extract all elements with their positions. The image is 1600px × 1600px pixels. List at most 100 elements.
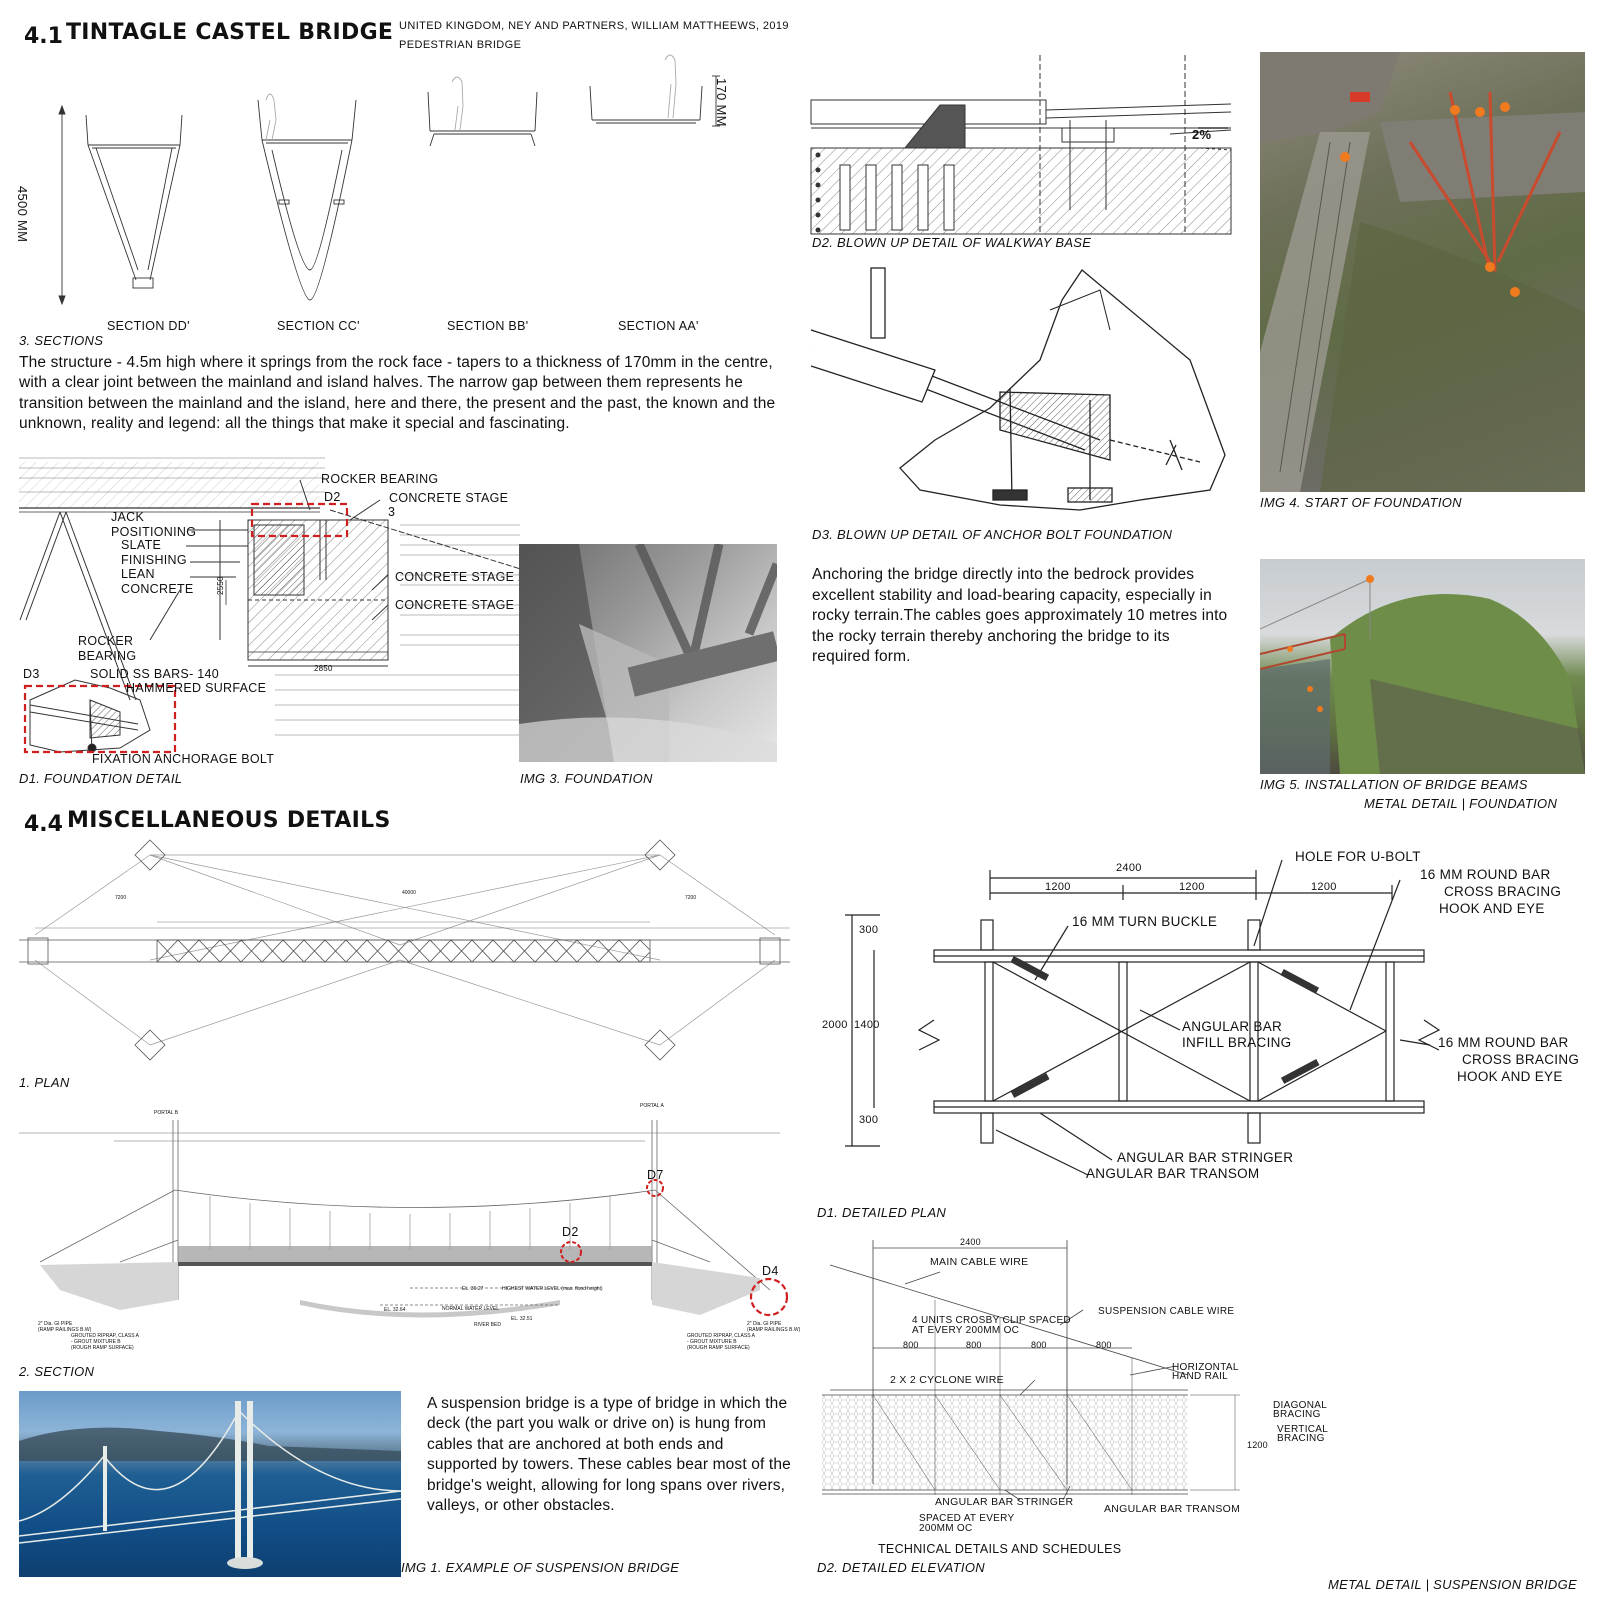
section-el-1: EL. 36.27 bbox=[462, 1286, 484, 1292]
section-grout-mixture-left: - GROUT MIXTURE B bbox=[71, 1339, 121, 1345]
label-concrete: CONCRETE bbox=[121, 582, 194, 596]
dplan-hole-u-bolt: HOLE FOR U-BOLT bbox=[1295, 849, 1421, 864]
plan-side-dim-right: 7200 bbox=[685, 895, 697, 901]
dplan-cross-bracing-2: CROSS BRACING bbox=[1462, 1052, 1580, 1067]
section-el-2: EL. 32.64 bbox=[384, 1307, 406, 1313]
sections-caption: 3. SECTIONS bbox=[19, 333, 104, 348]
section-gi-pipe-left: 2" Dia. GI PIPE bbox=[38, 1321, 73, 1327]
sections-drawing bbox=[58, 54, 720, 306]
delev-dim-1200: 1200 bbox=[1247, 1440, 1268, 1450]
dplan-hook-eye-1: HOOK AND EYE bbox=[1439, 901, 1545, 916]
suspension-paragraph: A suspension bridge is a type of bridge … bbox=[427, 1395, 791, 1515]
section-river-bed: RIVER BED bbox=[474, 1322, 501, 1328]
structure-paragraph: The structure - 4.5m high where it sprin… bbox=[19, 354, 776, 433]
delev-crosby-1: 4 UNITS CROSBY CLIP SPACED bbox=[912, 1315, 1071, 1326]
dplan-round-bar-1: 16 MM ROUND BAR bbox=[1420, 867, 1551, 882]
dplan-dim-1400: 1400 bbox=[854, 1019, 880, 1031]
label-jack: JACK bbox=[111, 510, 145, 524]
section-portal-a: PORTAL A bbox=[640, 1103, 664, 1109]
label-finishing: FINISHING bbox=[121, 553, 187, 567]
dplan-dim-2000: 2000 bbox=[822, 1019, 848, 1031]
section-title-miscellaneous: MISCELLANEOUS DETAILS bbox=[67, 808, 391, 833]
section-d2-marker: D2 bbox=[562, 1225, 579, 1239]
section-grout-mixture-right: - GROUT MIXTURE B bbox=[687, 1339, 737, 1345]
label-d3-marker: D3 bbox=[23, 667, 40, 681]
delev-spaced-2: 200MM OC bbox=[919, 1523, 973, 1534]
label-rocker: ROCKER bbox=[78, 634, 134, 648]
delev-suspension-cable: SUSPENSION CABLE WIRE bbox=[1098, 1306, 1235, 1317]
label-solid-ss-bars: SOLID SS BARS- 140 bbox=[90, 667, 220, 681]
anchor-paragraph: Anchoring the bridge directly into the b… bbox=[812, 566, 1228, 665]
plan-side-dim-left: 7200 bbox=[115, 895, 127, 901]
plan-caption: 1. PLAN bbox=[19, 1075, 70, 1090]
section-grouted-left: GROUTED RIPRAP, CLASS A bbox=[71, 1333, 139, 1339]
section-rough-ramp-right: (ROUGH RAMP SURFACE) bbox=[687, 1345, 750, 1351]
section-el-3: EL. 32.51 bbox=[511, 1316, 533, 1322]
foundation-detail-drawing bbox=[19, 457, 541, 754]
label-d2-marker: D2 bbox=[324, 490, 341, 504]
delev-cyclone: 2 X 2 CYCLONE WIRE bbox=[890, 1374, 1004, 1386]
bridge-section-drawing bbox=[19, 1120, 789, 1318]
delev-dim-2400: 2400 bbox=[960, 1237, 981, 1247]
delev-vertical-2: BRACING bbox=[1277, 1433, 1325, 1444]
section-cc-label: SECTION CC' bbox=[277, 319, 360, 333]
img4-caption: IMG 4. START OF FOUNDATION bbox=[1260, 495, 1462, 510]
dplan-angular-infill-2: INFILL BRACING bbox=[1182, 1035, 1292, 1050]
label-slate: SLATE bbox=[121, 538, 162, 552]
delev-vertical-1: VERTICAL bbox=[1277, 1424, 1329, 1435]
section-portal-b: PORTAL B bbox=[154, 1110, 179, 1116]
label-concrete-stage-2: CONCRETE STAGE 2 bbox=[395, 570, 526, 584]
start-foundation-photo bbox=[1260, 52, 1585, 492]
label-dim-2850: 2850 bbox=[314, 664, 333, 673]
section-ramp-railings-left: (RAMP RAILINGS B.W) bbox=[38, 1327, 92, 1333]
dplan-stringer: ANGULAR BAR STRINGER bbox=[1117, 1150, 1294, 1165]
dplan-caption: D1. DETAILED PLAN bbox=[817, 1205, 947, 1220]
dplan-dim-1200b: 1200 bbox=[1179, 881, 1205, 893]
delev-crosby-2: AT EVERY 200MM OC bbox=[912, 1325, 1020, 1336]
walkway-slope-label: 2% bbox=[1192, 127, 1212, 142]
img3-foundation-caption: IMG 3. FOUNDATION bbox=[520, 771, 653, 786]
delev-spaced-1: SPACED AT EVERY bbox=[919, 1513, 1015, 1524]
delev-horizontal-1: HORIZONTAL bbox=[1172, 1362, 1239, 1373]
section-highest-water: HIGHEST WATER LEVEL (max. flood height) bbox=[502, 1286, 603, 1292]
label-three: 3 bbox=[388, 505, 396, 519]
bridge-plan-drawing bbox=[19, 839, 790, 1061]
dplan-hook-eye-2: HOOK AND EYE bbox=[1457, 1069, 1563, 1084]
section-gi-pipe-right: 2" Dia. GI PIPE bbox=[747, 1321, 782, 1327]
plan-span-dim: 40000 bbox=[402, 890, 416, 896]
section-normal-water: NORMAL WATER LEVEL bbox=[442, 1306, 500, 1312]
delev-horizontal-2: HAND RAIL bbox=[1172, 1371, 1229, 1382]
label-hammered-surface: HAMMERED SURFACE bbox=[126, 681, 267, 695]
delev-dim-800-1: 800 bbox=[903, 1340, 919, 1350]
project-meta-location: UNITED KINGDOM, NEY AND PARTNERS, WILLIA… bbox=[399, 20, 789, 32]
delev-transom: ANGULAR BAR TRANSOM bbox=[1104, 1503, 1241, 1515]
dplan-round-bar-2: 16 MM ROUND BAR bbox=[1438, 1035, 1569, 1050]
section-grouted-right: GROUTED RIPRAP, CLASS A bbox=[687, 1333, 755, 1339]
img5-caption: IMG 5. INSTALLATION OF BRIDGE BEAMS bbox=[1260, 777, 1528, 792]
d1-foundation-caption: D1. FOUNDATION DETAIL bbox=[19, 771, 183, 786]
dplan-dim-2400: 2400 bbox=[1116, 862, 1142, 874]
suspension-bridge-photo bbox=[19, 1391, 401, 1577]
delev-caption: D2. DETAILED ELEVATION bbox=[817, 1560, 985, 1575]
section-aa-label: SECTION AA' bbox=[618, 319, 699, 333]
label-lean: LEAN bbox=[121, 567, 155, 581]
delev-diagonal-2: BRACING bbox=[1273, 1409, 1321, 1420]
footer-metal-foundation: METAL DETAIL | FOUNDATION bbox=[1364, 796, 1558, 811]
d2-walkway-caption: D2. BLOWN UP DETAIL OF WALKWAY BASE bbox=[812, 235, 1092, 250]
delev-stringer: ANGULAR BAR STRINGER bbox=[935, 1496, 1074, 1508]
dplan-dim-1200a: 1200 bbox=[1045, 881, 1071, 893]
dplan-dim-1200c: 1200 bbox=[1311, 881, 1337, 893]
dplan-cross-bracing-1: CROSS BRACING bbox=[1444, 884, 1562, 899]
section-d4-marker: D4 bbox=[762, 1264, 779, 1278]
dplan-angular-infill-1: ANGULAR BAR bbox=[1182, 1019, 1283, 1034]
label-bearing: BEARING bbox=[78, 649, 137, 663]
dplan-transom: ANGULAR BAR TRANSOM bbox=[1086, 1166, 1260, 1181]
section-d7-marker: D7 bbox=[647, 1168, 664, 1182]
d3-anchor-caption: D3. BLOWN UP DETAIL OF ANCHOR BOLT FOUND… bbox=[812, 527, 1173, 542]
label-fixation-anchorage-bolt: FIXATION ANCHORAGE BOLT bbox=[92, 752, 275, 766]
img1-caption: IMG 1. EXAMPLE OF SUSPENSION BRIDGE bbox=[401, 1560, 680, 1575]
dplan-turn-buckle: 16 MM TURN BUCKLE bbox=[1072, 914, 1218, 929]
delev-dim-800-4: 800 bbox=[1096, 1340, 1112, 1350]
delev-dim-800-2: 800 bbox=[966, 1340, 982, 1350]
project-meta-type: PEDESTRIAN BRIDGE bbox=[399, 39, 522, 51]
